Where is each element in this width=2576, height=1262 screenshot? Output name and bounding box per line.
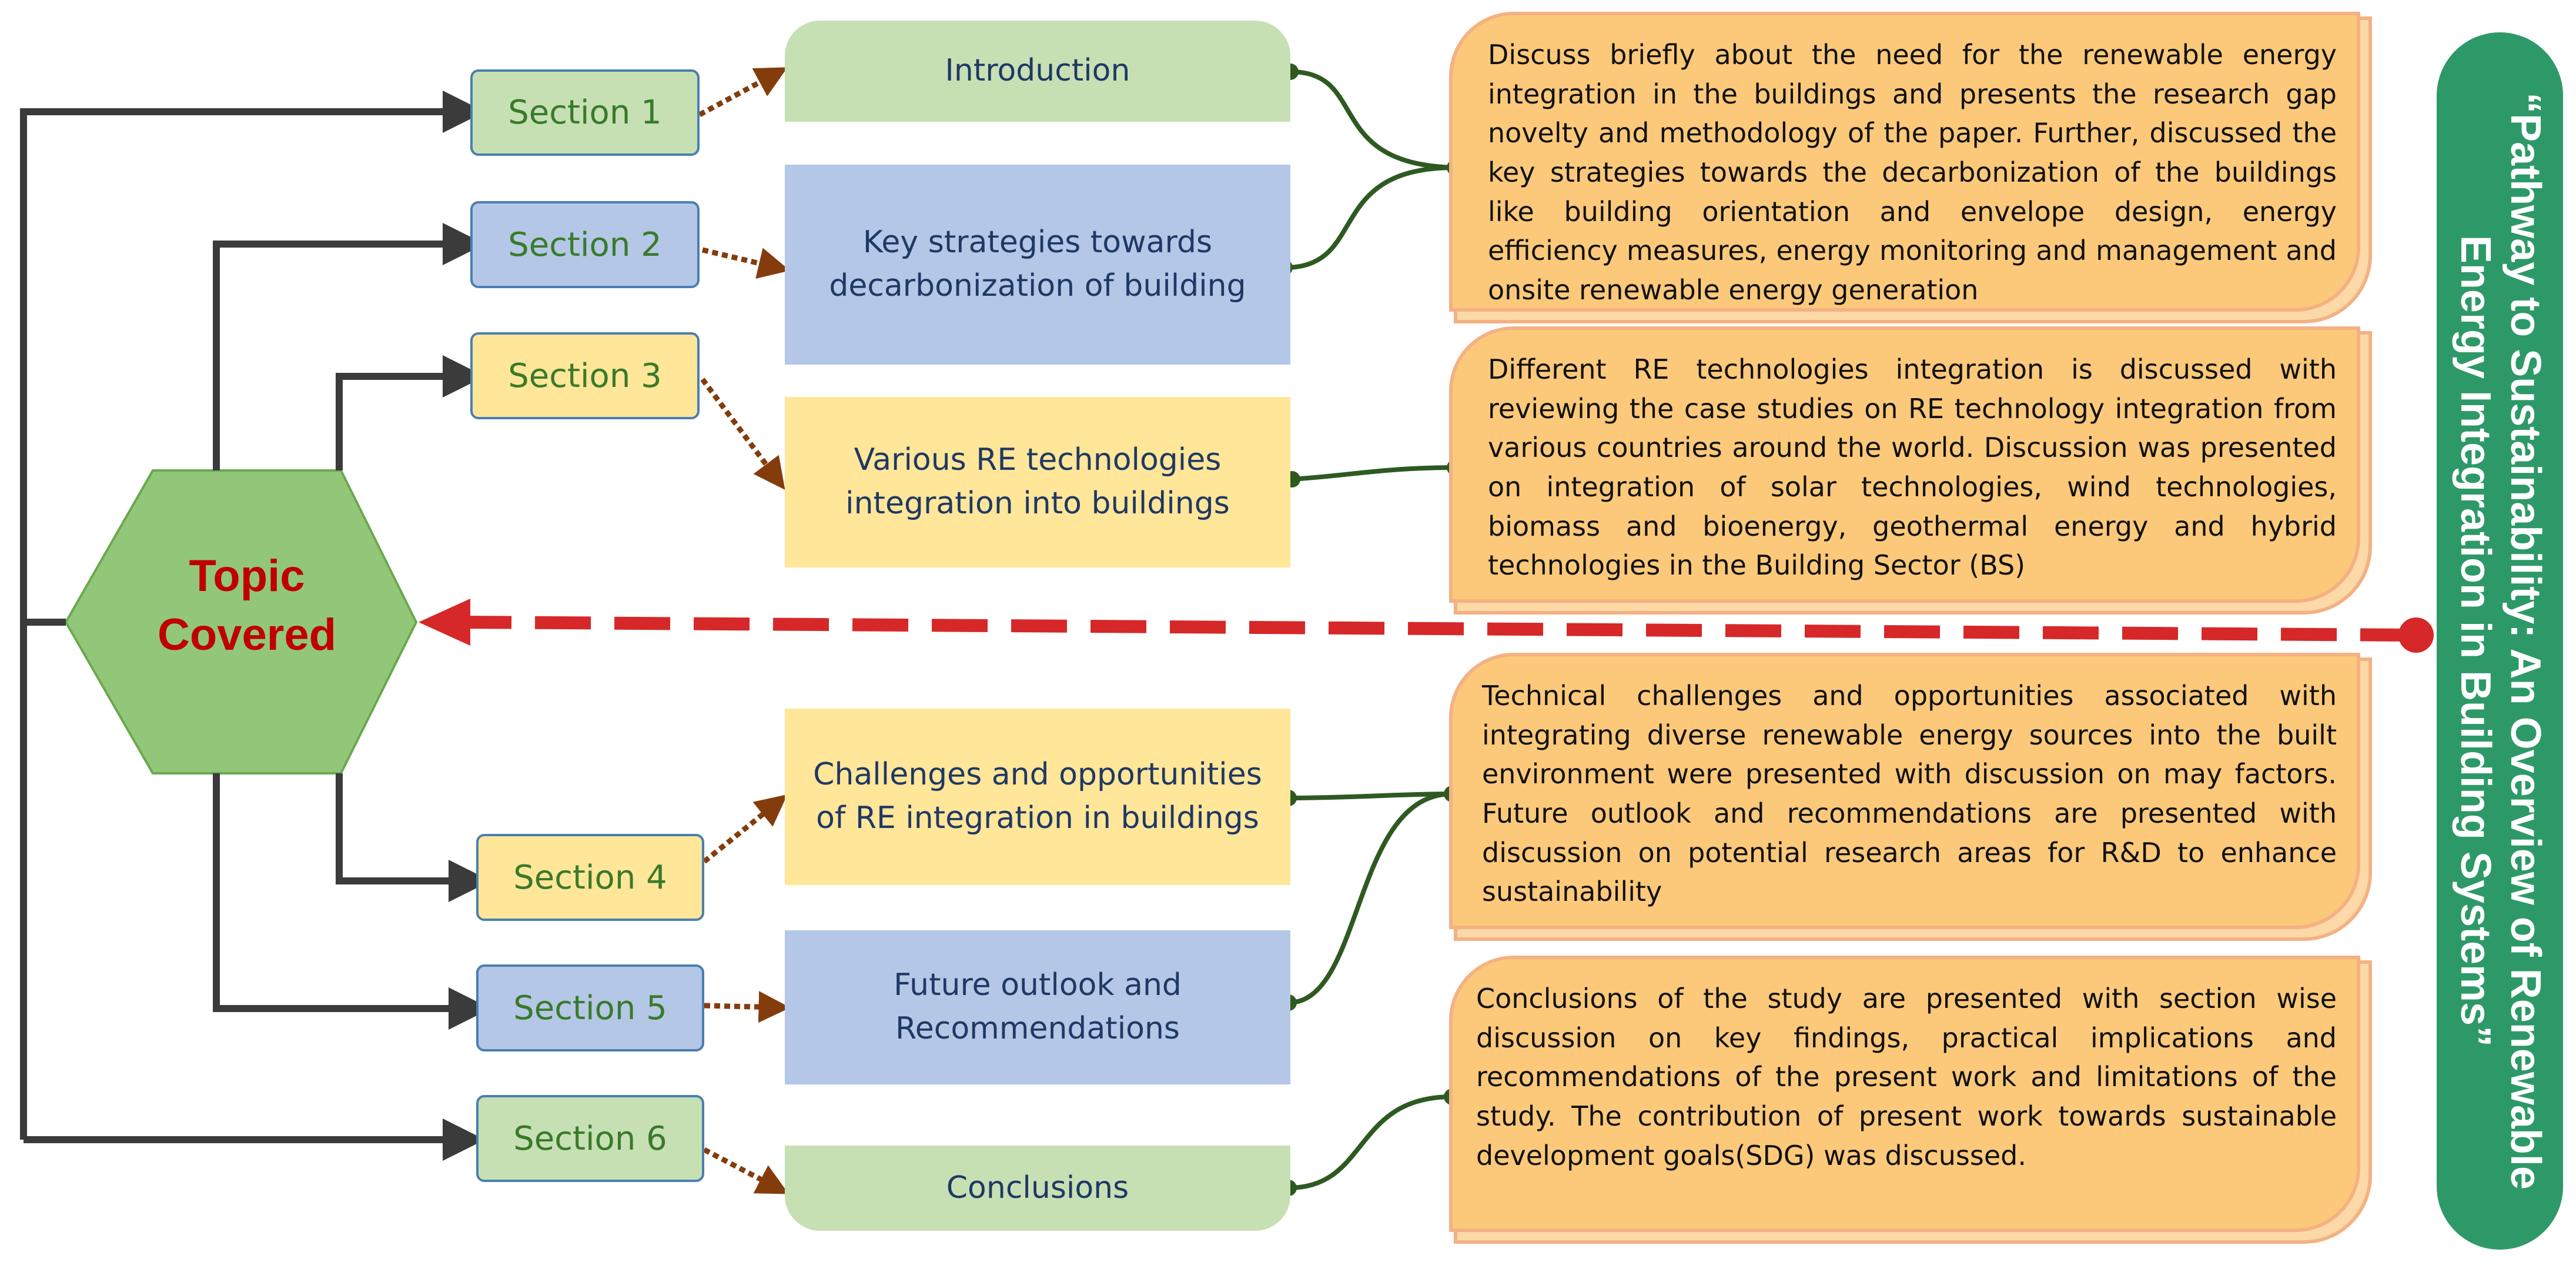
banner-title: “Pathway to Sustainability: An Overview …	[2452, 92, 2549, 1190]
section-topic-dotted-arrows	[698, 67, 791, 1194]
section-6-box: Section 6	[476, 1095, 704, 1182]
topic-key-strategies: Key strategies towards decarbonization o…	[785, 165, 1290, 365]
section-3-box: Section 3	[470, 332, 700, 419]
description-conclusions: Conclusions of the study are presented w…	[1449, 956, 2360, 1232]
topic-label-line2: Covered	[157, 610, 337, 660]
description-challenges-outlook: Technical challenges and opportunities a…	[1449, 653, 2360, 929]
section-2-box: Section 2	[470, 201, 700, 288]
topic-description-connectors	[1284, 69, 1456, 1190]
section-tree-connectors	[20, 91, 491, 1161]
section-4-box: Section 4	[476, 834, 704, 921]
topic-label-line1: Topic	[189, 551, 305, 601]
description-re-technologies: Different RE technologies integration is…	[1449, 326, 2360, 603]
topic-introduction: Introduction	[785, 21, 1290, 122]
banner-to-topic-arrow	[419, 599, 2434, 653]
topic-conclusions: Conclusions	[785, 1146, 1290, 1231]
title-banner	[2437, 32, 2563, 1250]
section-5-box: Section 5	[476, 964, 704, 1051]
topic-covered-label: Topic Covered	[76, 547, 417, 665]
topic-challenges-opportunities: Challenges and opportunities of RE integ…	[785, 709, 1290, 885]
topic-re-technologies: Various RE technologies integration into…	[785, 397, 1290, 567]
section-1-box: Section 1	[470, 69, 700, 156]
description-introduction-strategies: Discuss briefly about the need for the r…	[1449, 12, 2360, 312]
topic-hexagon	[64, 469, 418, 774]
topic-future-outlook: Future outlook and Recommendations	[785, 930, 1290, 1084]
